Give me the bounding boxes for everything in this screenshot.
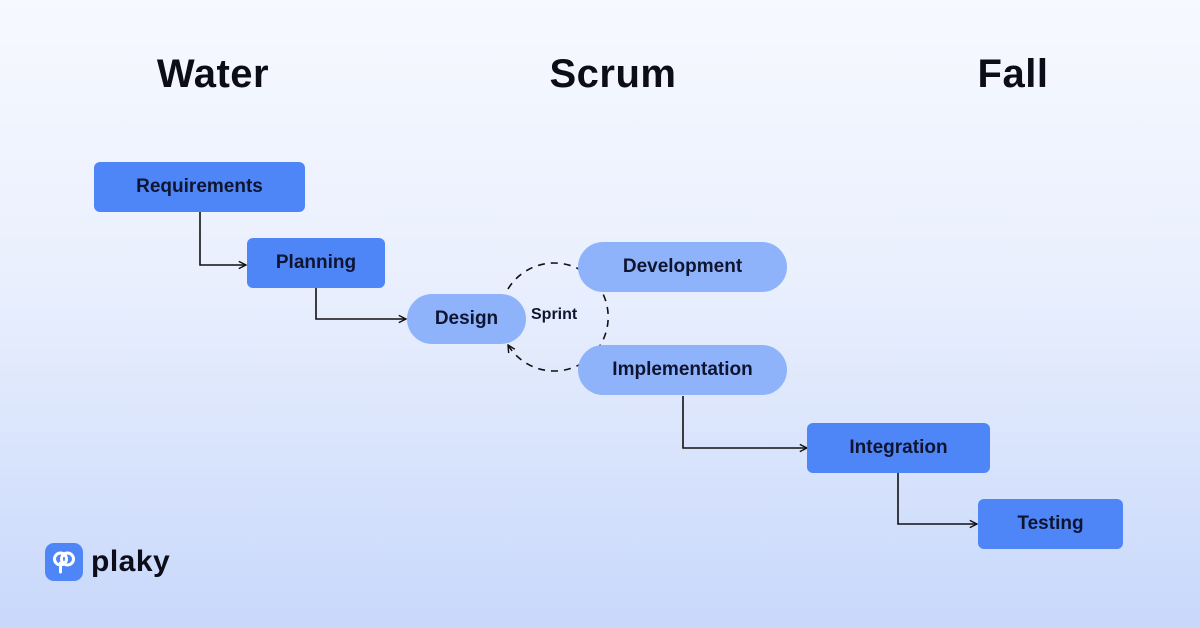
arrow-implementation-to-integration — [682, 396, 807, 448]
plaky-wordmark: plaky — [91, 545, 171, 578]
planning-label: Planning — [275, 252, 357, 273]
arrow-integration-to-testing — [897, 473, 977, 524]
heading-fall: Fall — [977, 52, 1049, 96]
arrow-planning-to-design — [315, 288, 406, 319]
heading-scrum: Scrum — [549, 52, 677, 96]
requirements-label: Requirements — [136, 176, 263, 197]
development-node: Development — [578, 242, 787, 292]
arrow-requirements-to-planning — [199, 212, 246, 265]
testing-label: Testing — [1017, 513, 1084, 534]
testing-node: Testing — [978, 499, 1123, 549]
design-label: Design — [434, 308, 499, 329]
sprint-cycle-arc — [508, 262, 609, 372]
integration-label: Integration — [849, 437, 948, 458]
plaky-logo-icon — [45, 543, 83, 581]
design-node: Design — [407, 294, 526, 344]
sprint-label: Sprint — [531, 306, 578, 323]
requirements-node: Requirements — [94, 162, 305, 212]
plaky-logo: plaky — [45, 543, 170, 581]
development-label: Development — [622, 256, 743, 277]
integration-node: Integration — [807, 423, 990, 473]
planning-node: Planning — [247, 238, 385, 288]
implementation-label: Implementation — [612, 359, 753, 380]
implementation-node: Implementation — [578, 345, 787, 395]
heading-water: Water — [156, 52, 270, 96]
